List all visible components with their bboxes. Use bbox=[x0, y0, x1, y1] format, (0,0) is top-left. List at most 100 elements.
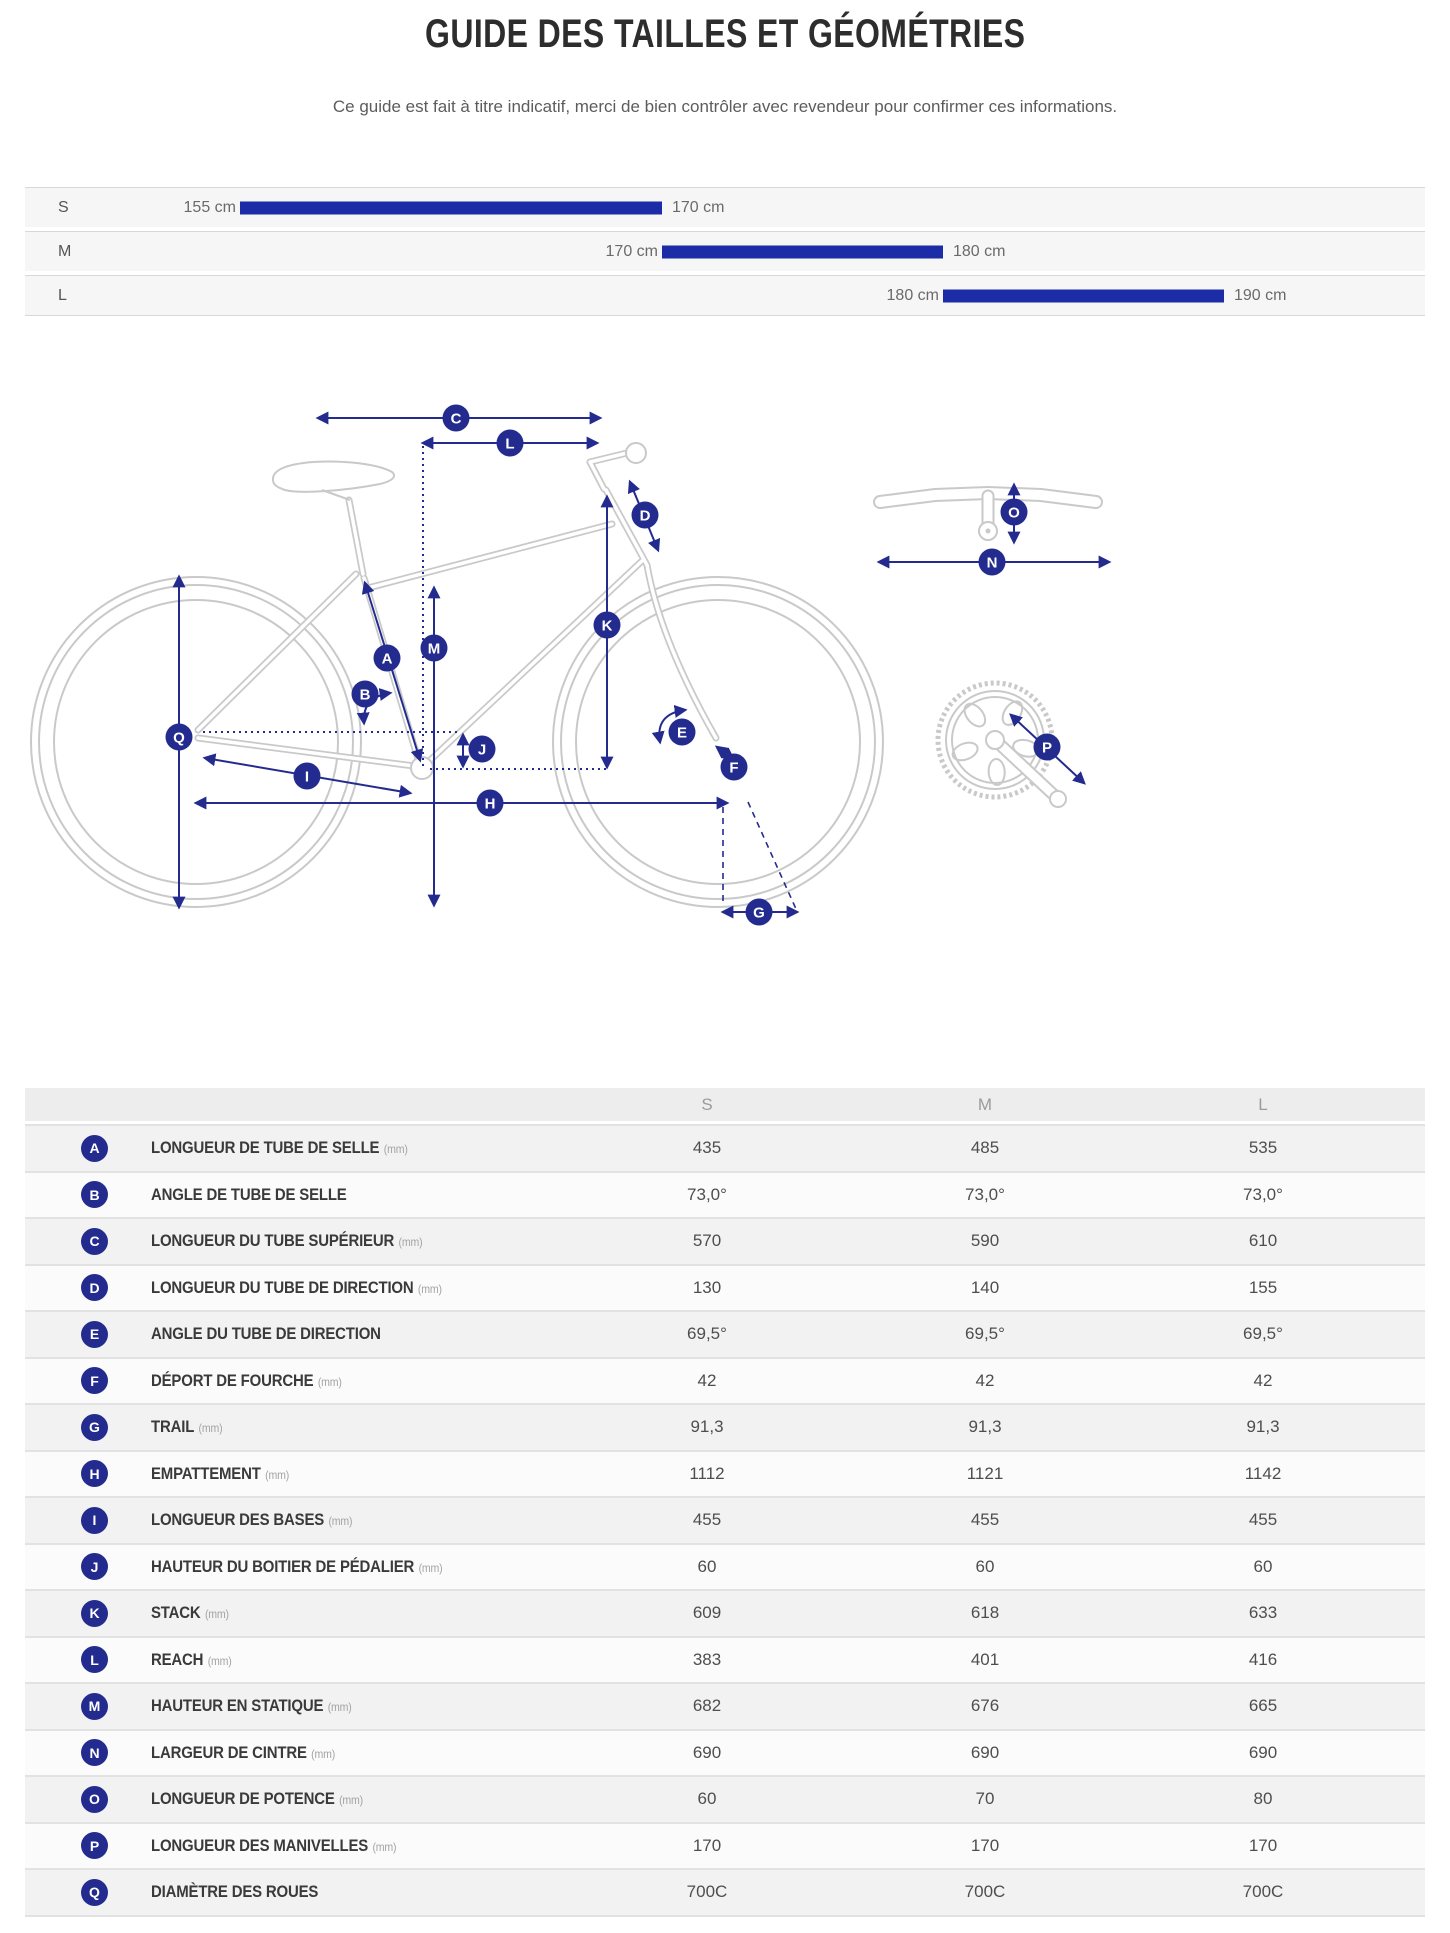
dim-A-seat-tube bbox=[361, 580, 424, 763]
diagram-badge-h: H bbox=[476, 789, 504, 817]
dim-E-head-angle bbox=[651, 704, 688, 745]
max-height-label: 170 cm bbox=[672, 198, 725, 216]
value-l: 665 bbox=[1248, 1696, 1278, 1716]
row-letter-badge: L bbox=[81, 1646, 108, 1674]
value-s: 455 bbox=[692, 1510, 722, 1530]
row-letter-badge: G bbox=[81, 1413, 108, 1441]
diagram-badge-e: E bbox=[668, 718, 696, 746]
diagram-badge-m: M bbox=[420, 634, 448, 662]
geometry-table-header: S M L bbox=[25, 1088, 1425, 1121]
row-unit: (mm) bbox=[398, 1235, 423, 1250]
value-l: 170 bbox=[1248, 1835, 1278, 1855]
svg-text:Q: Q bbox=[173, 730, 185, 747]
row-label: LARGEUR DE CINTRE(mm) bbox=[151, 1742, 336, 1762]
value-m: 401 bbox=[970, 1649, 1000, 1669]
svg-text:K: K bbox=[602, 618, 613, 635]
row-letter-badge: C bbox=[81, 1227, 108, 1255]
value-m: 91,3 bbox=[968, 1417, 1002, 1437]
row-label: HAUTEUR DU BOITIER DE PÉDALIER(mm) bbox=[151, 1556, 443, 1576]
row-unit: (mm) bbox=[339, 1793, 363, 1808]
bike-geometry-diagram: C L D O N A B M K Q J I H E F G P bbox=[30, 404, 1112, 926]
row-unit: (mm) bbox=[311, 1746, 336, 1761]
diagram-badge-d: D bbox=[631, 501, 659, 529]
value-s: 170 bbox=[692, 1835, 722, 1855]
value-l: 535 bbox=[1248, 1138, 1278, 1158]
row-label: TRAIL(mm) bbox=[151, 1417, 223, 1437]
value-m: 690 bbox=[970, 1742, 1000, 1762]
value-m: 1121 bbox=[966, 1463, 1004, 1483]
row-letter-badge: F bbox=[81, 1367, 108, 1395]
value-s: 91,3 bbox=[690, 1417, 724, 1437]
row-unit: (mm) bbox=[265, 1467, 290, 1482]
row-letter-badge: P bbox=[81, 1832, 108, 1860]
svg-text:N: N bbox=[987, 555, 998, 572]
value-l: 455 bbox=[1248, 1510, 1278, 1530]
value-l: 155 bbox=[1248, 1277, 1278, 1297]
diagram-badge-g: G bbox=[745, 898, 773, 926]
row-unit: (mm) bbox=[417, 1281, 442, 1296]
column-header-s: S bbox=[701, 1094, 713, 1114]
row-unit: (mm) bbox=[207, 1653, 232, 1668]
value-m: 170 bbox=[970, 1835, 1000, 1855]
value-s: 69,5° bbox=[687, 1324, 727, 1344]
rear-wheel-drawing bbox=[30, 576, 362, 908]
value-s: 682 bbox=[692, 1696, 722, 1716]
max-height-label: 190 cm bbox=[1234, 286, 1287, 304]
value-m: 485 bbox=[970, 1138, 1000, 1158]
row-letter-badge: N bbox=[81, 1739, 108, 1767]
row-letter-badge: O bbox=[81, 1785, 108, 1813]
value-m: 60 bbox=[975, 1556, 995, 1576]
value-s: 60 bbox=[697, 1556, 717, 1576]
value-l: 690 bbox=[1248, 1742, 1278, 1762]
value-s: 690 bbox=[692, 1742, 722, 1762]
row-letter-badge: K bbox=[81, 1599, 108, 1627]
value-s: 1112 bbox=[689, 1463, 725, 1483]
diagram-badge-i: I bbox=[293, 762, 321, 790]
row-label: ANGLE DU TUBE DE DIRECTION bbox=[151, 1324, 381, 1344]
svg-text:D: D bbox=[640, 508, 651, 525]
value-s: 60 bbox=[697, 1789, 717, 1809]
page-title-text: GUIDE DES TAILLES ET GÉOMÉTRIES bbox=[424, 12, 1026, 56]
value-m: 676 bbox=[970, 1696, 1000, 1716]
size-row-m: M 170 cm 180 cm bbox=[25, 231, 1425, 271]
value-l: 1142 bbox=[1244, 1463, 1282, 1483]
table-row-m: M HAUTEUR EN STATIQUE(mm) 682 676 665 bbox=[25, 1682, 1425, 1729]
column-header-m: M bbox=[977, 1094, 993, 1114]
value-s: 383 bbox=[692, 1649, 722, 1669]
value-s: 42 bbox=[697, 1370, 717, 1390]
svg-text:O: O bbox=[1008, 505, 1020, 522]
value-s: 609 bbox=[692, 1603, 722, 1623]
svg-text:I: I bbox=[305, 769, 309, 786]
value-m: 618 bbox=[970, 1603, 1000, 1623]
row-label: HAUTEUR EN STATIQUE(mm) bbox=[151, 1696, 352, 1716]
row-letter-badge: M bbox=[81, 1692, 108, 1720]
value-s: 570 bbox=[692, 1231, 722, 1251]
diagram-badge-k: K bbox=[593, 611, 621, 639]
diagram-badge-a: A bbox=[373, 644, 401, 672]
svg-text:G: G bbox=[753, 905, 765, 922]
value-m: 69,5° bbox=[965, 1324, 1005, 1344]
diagram-badge-f: F bbox=[720, 753, 748, 781]
diagram-badge-b: B bbox=[351, 680, 379, 708]
svg-text:C: C bbox=[451, 411, 462, 428]
grip-drawing bbox=[625, 442, 647, 464]
value-s: 130 bbox=[692, 1277, 722, 1297]
value-s: 700C bbox=[686, 1882, 728, 1902]
row-unit: (mm) bbox=[204, 1607, 229, 1622]
size-label: L bbox=[58, 286, 67, 304]
row-label: LONGUEUR DE POTENCE(mm) bbox=[151, 1789, 363, 1809]
diagram-badge-j: J bbox=[468, 735, 496, 763]
row-letter-badge: H bbox=[81, 1460, 108, 1488]
row-unit: (mm) bbox=[418, 1560, 443, 1575]
